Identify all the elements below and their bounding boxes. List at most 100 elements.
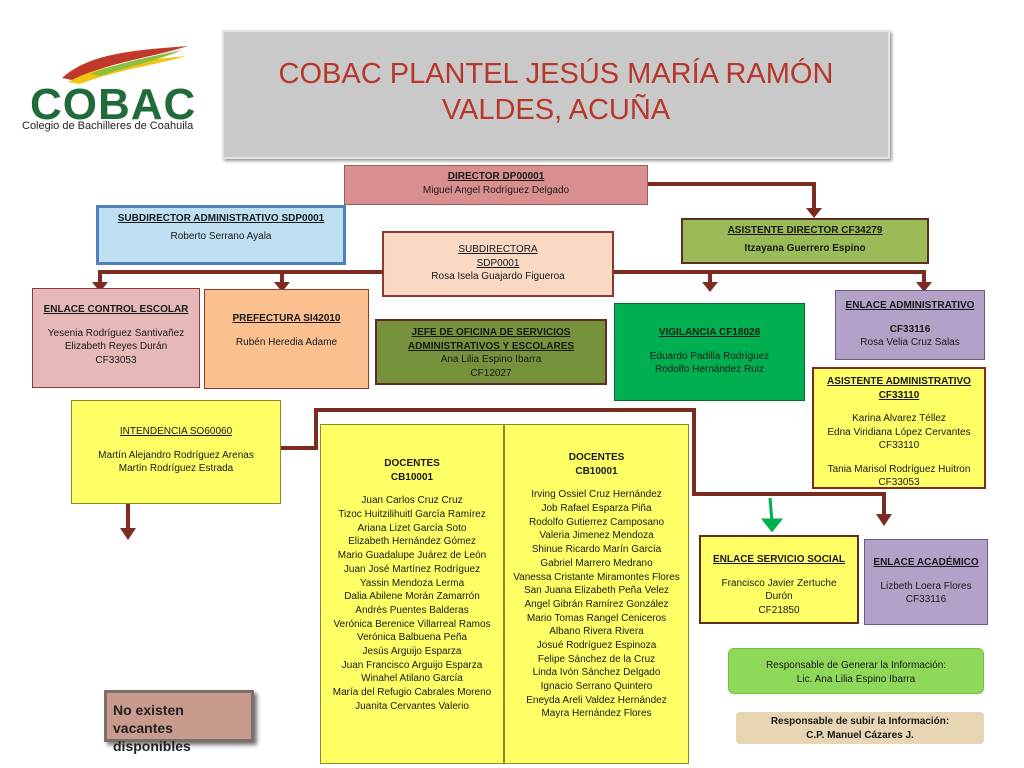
- docente-1-name: Mario Guadalupe Juárez de León: [337, 550, 487, 562]
- arrowhead-servicio-social: [760, 518, 784, 533]
- enlace-admin-title: ENLACE ADMINISTRATIVO: [845, 300, 975, 311]
- arrowhead-lower-right: [876, 514, 892, 526]
- enlace-social-name: Francisco Javier Zertuche Durón: [721, 577, 837, 603]
- connector-green-servicio: [768, 497, 774, 523]
- logo-swoosh-icon: [62, 46, 188, 84]
- subdirector-admin-name: Roberto Serrano Ayala: [170, 230, 272, 242]
- enlace-control-title: ENLACE CONTROL ESCOLAR: [43, 304, 189, 315]
- vigilancia-name-2: Rodolfo Hernández Ruiz: [655, 364, 764, 375]
- docente-1-name: Juanita Cervantes Valerio: [355, 700, 469, 712]
- docente-2-name: Felipe Sánchez de la Cruz: [537, 653, 656, 665]
- enlace-administrativo-box: ENLACE ADMINISTRATIVO CF33116 Rosa Velia…: [835, 290, 985, 360]
- prefectura-name: Rubén Heredia Adame: [235, 336, 338, 348]
- enlace-academico-code: CF33116: [905, 594, 947, 605]
- asistente-admin-name-1: Karina Alvarez Téllez: [852, 413, 946, 424]
- subdirector-admin-title: SUBDIRECTOR ADMINISTRATIVO SDP0001: [117, 213, 325, 224]
- docente-2-name: Mayra Hernández Flores: [541, 708, 652, 720]
- director-name: Miguel Angel Rodríguez Delgado: [422, 184, 570, 196]
- docente-1-name: Dalia Abilene Morán Zamarrón: [344, 591, 480, 603]
- arrowhead-asistente-director: [806, 208, 822, 218]
- docente-2-name: Job Rafael Esparza Piña: [541, 503, 652, 515]
- director-box: DIRECTOR DP00001 Miguel Angel Rodríguez …: [344, 165, 648, 205]
- jefe-oficina-box: JEFE DE OFICINA DE SERVICIOS ADMINISTRAT…: [375, 319, 607, 385]
- prefectura-box: PREFECTURA SI42010 Rubén Heredia Adame: [204, 289, 369, 389]
- arrowhead-control-escolar: [92, 282, 108, 292]
- intendencia-name-1: Martín Alejandro Rodríguez Arenas: [98, 449, 254, 461]
- arrowhead-lower-left: [120, 528, 136, 540]
- arrowhead-prefectura: [274, 282, 290, 292]
- responsable-subir-name: C.P. Manuel Cázares J.: [806, 729, 914, 741]
- docente-2-name: Ignacio Serrano Quintero: [540, 681, 653, 692]
- docente-1-name: Juan Francisco Arguijo Esparza: [341, 659, 483, 671]
- docente-2-name: Vanessa Cristante Miramontes Flores: [513, 571, 680, 583]
- intendencia-box: INTENDENCIA SO60060 Martín Alejandro Rod…: [71, 400, 281, 504]
- enlace-social-code: CF21850: [758, 604, 800, 616]
- connector-lower-right: [500, 408, 886, 518]
- arrowhead-enlace-admin: [916, 282, 932, 292]
- docentes-1-title: DOCENTES: [384, 458, 440, 469]
- docente-2-name: Josué Rodríguez Espinoza: [536, 639, 657, 651]
- asistente-admin-title: ASISTENTE ADMINISTRATIVO CF33110: [827, 376, 971, 401]
- asistente-admin-name-2: Edna Viridiana López Cervantes: [827, 426, 971, 438]
- docente-1-name: Elizabeth Hernández Gómez: [348, 536, 476, 548]
- page-title-line-2: VALDES, ACUÑA: [441, 94, 671, 127]
- responsable-generar-name: Lic. Ana Lilia Espino Ibarra: [796, 673, 916, 685]
- responsable-generar-label: Responsable de Generar la Información:: [765, 660, 947, 671]
- docente-2-name: Eneyda Areli Valdez Hernández: [526, 694, 667, 706]
- enlace-servicio-social-box: ENLACE SERVICIO SOCIAL Francisco Javier …: [699, 535, 859, 624]
- docente-1-name: María del Refugio Cabrales Moreno: [332, 687, 492, 698]
- docente-1-name: Juan Carlos Cruz Cruz: [361, 495, 463, 507]
- enlace-control-name-2: Elizabeth Reyes Durán: [64, 341, 168, 352]
- docentes-box-1: DOCENTES CB10001 Juan Carlos Cruz Cruz T…: [320, 424, 504, 764]
- vacantes-notice: No existen vacantes disponibles: [104, 690, 254, 754]
- docente-1-name: Tizoc Huitzilihuitl García Ramírez: [338, 509, 486, 521]
- docente-2-name: San Juana Elizabeth Peña Velez: [523, 585, 670, 597]
- vigilancia-name-1: Eduardo Padilla Rodríguez: [649, 350, 770, 362]
- logo-wordmark: COBAC: [30, 80, 197, 129]
- docente-1-name: Yassin Mendoza Lerma: [359, 577, 465, 589]
- docente-2-name: Gabriel Marrero Medrano: [540, 557, 653, 569]
- docente-1-name: Verónica Balbuena Peña: [356, 632, 468, 644]
- docentes-2-title: DOCENTES: [568, 452, 625, 463]
- docente-2-name: Albano Rivera Rivera: [549, 626, 644, 638]
- vacantes-line-1: No existen vacantes: [113, 702, 184, 737]
- docente-2-name: Angel Gibrán Ramírez González: [524, 598, 669, 610]
- enlace-control-name-1: Yesenia Rodríguez Santivañez: [47, 327, 185, 339]
- director-title: DIRECTOR DP00001: [447, 171, 545, 182]
- subdirectora-box: SUBDIRECTORA SDP0001 Rosa Isela Guajardo…: [382, 231, 614, 297]
- enlace-academico-box: ENLACE ACADÉMICO Lizbeth Loera Flores CF…: [864, 539, 988, 625]
- docente-1-name: Andrés Puentes Balderas: [355, 604, 469, 616]
- prefectura-title: PREFECTURA SI42010: [232, 313, 341, 324]
- docente-1-name: Ariana Lizet García Soto: [357, 522, 467, 534]
- docente-2-name: Valeria Jimenez Mendoza: [539, 530, 654, 542]
- enlace-social-title: ENLACE SERVICIO SOCIAL: [712, 554, 846, 565]
- asistente-director-title: ASISTENTE DIRECTOR CF34279: [727, 225, 883, 236]
- docente-2-name: Shinue Ricardo Marín García: [531, 544, 662, 556]
- asistente-admin-code-1: CF33110: [878, 440, 920, 451]
- docente-2-name: Linda Ivón Sánchez Delgado: [532, 667, 661, 679]
- docente-2-name: Rodolfo Gutierrez Camposano: [528, 516, 665, 528]
- subdirectora-name: Rosa Isela Guajardo Figueroa: [431, 271, 565, 282]
- docentes-box-2: DOCENTES CB10001 Irving Ossiel Cruz Hern…: [504, 424, 689, 764]
- intendencia-title: INTENDENCIA SO60060: [119, 426, 233, 437]
- enlace-control-escolar-box: ENLACE CONTROL ESCOLAR Yesenia Rodríguez…: [32, 288, 200, 388]
- enlace-academico-title: ENLACE ACADÉMICO: [873, 557, 979, 568]
- docentes-1-code: CB10001: [390, 471, 434, 483]
- asistente-administrativo-box: ASISTENTE ADMINISTRATIVO CF33110 Karina …: [812, 367, 986, 489]
- responsable-subir-note: Responsable de subir la Información: C.P…: [736, 712, 984, 744]
- asistente-director-box: ASISTENTE DIRECTOR CF34279 Itzayana Guer…: [681, 218, 929, 264]
- docente-1-name: Winahel Atilano García: [361, 673, 463, 685]
- docente-1-name: Jesús Arguijo Esparza: [362, 645, 462, 657]
- asistente-admin-code-2: CF33053: [878, 477, 920, 488]
- responsable-generar-note: Responsable de Generar la Información: L…: [728, 648, 984, 694]
- docentes-2-code: CB10001: [575, 465, 618, 477]
- subdirectora-title-2: SDP0001: [476, 257, 520, 269]
- arrowhead-vigilancia: [702, 282, 718, 292]
- page-title: COBAC PLANTEL JESÚS MARÍA RAMÓN VALDES, …: [224, 56, 888, 129]
- enlace-admin-name: Rosa Velia Cruz Salas: [860, 337, 960, 348]
- enlace-admin-code: CF33116: [889, 323, 931, 335]
- docente-1-name: Verónica Berenice Villarreal Ramos: [333, 618, 491, 630]
- vigilancia-box: VIGILANCIA CF18028 Eduardo Padilla Rodrí…: [614, 303, 805, 401]
- docente-2-name: Irving Ossiel Cruz Hernández: [531, 489, 662, 501]
- docente-2-name: Mario Tomas Rangel Ceniceros: [526, 612, 667, 624]
